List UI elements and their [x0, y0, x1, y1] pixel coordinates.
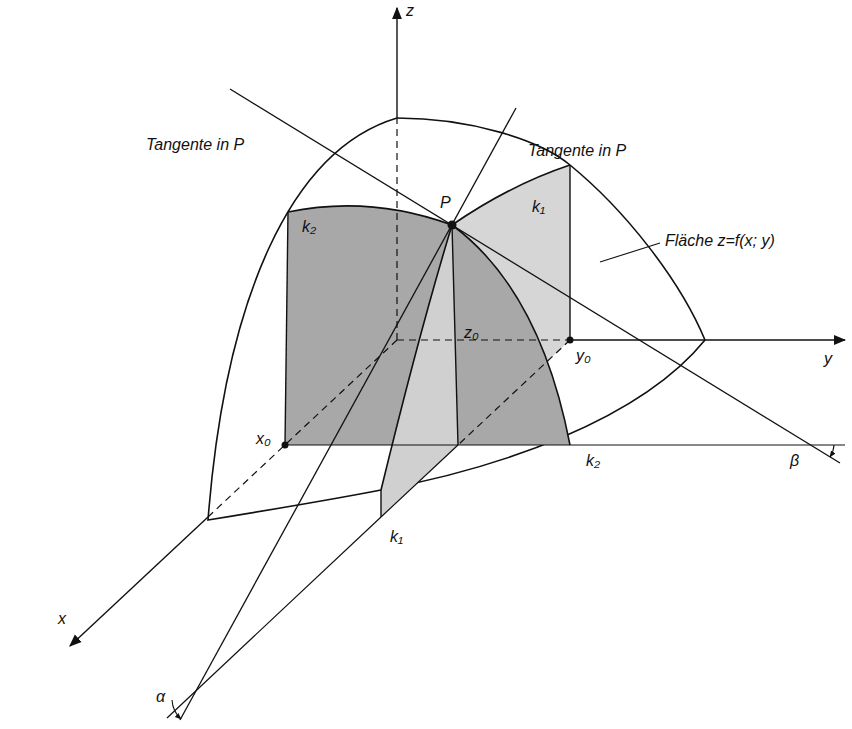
angle-label: α — [156, 688, 165, 706]
tangent-label: Tangente in P — [528, 142, 626, 160]
angle-label: β — [790, 452, 799, 470]
curve-label: k₂ — [302, 218, 316, 236]
coordinate-label: z₀ — [464, 324, 479, 342]
point-label: P — [440, 194, 451, 212]
curve-label: k₂ — [586, 452, 600, 470]
coordinate-label: x₀ — [256, 430, 271, 448]
axis-label: z — [406, 2, 414, 20]
axis-label: y — [824, 350, 832, 368]
axis-label: x — [58, 610, 66, 628]
coordinate-label: y₀ — [576, 347, 591, 365]
curve-label: k₁ — [532, 198, 545, 216]
curve-label: k₁ — [390, 528, 403, 546]
surface-label: Fläche z=f(x; y) — [665, 232, 775, 250]
tangent-label: Tangente in P — [146, 136, 244, 154]
